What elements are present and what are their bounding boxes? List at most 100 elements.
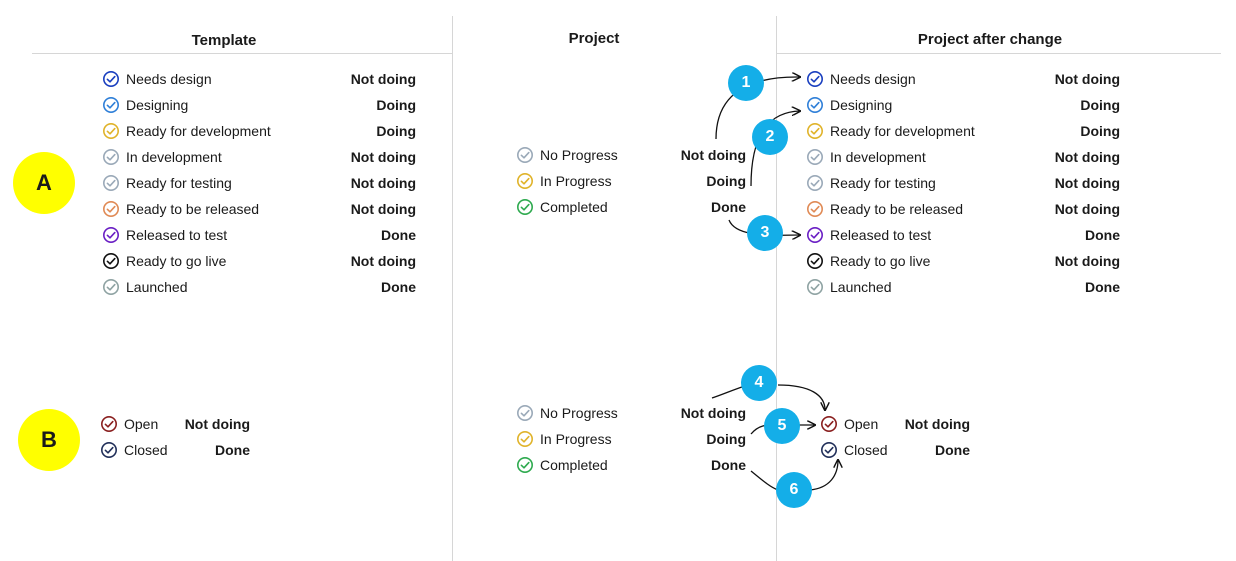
status-label: In development bbox=[830, 149, 926, 165]
status-category: Done bbox=[1085, 227, 1120, 243]
status-label: Designing bbox=[830, 97, 893, 113]
after-a-row: Ready for development Doing bbox=[806, 121, 1120, 141]
status-category: Not doing bbox=[1054, 71, 1120, 87]
template-a-row: Ready for testing Not doing bbox=[102, 173, 416, 193]
status-category: Done bbox=[935, 442, 970, 458]
status-category: Done bbox=[215, 442, 250, 458]
status-label: Closed bbox=[124, 442, 168, 458]
check-circle-icon bbox=[516, 198, 534, 216]
status-category: Not doing bbox=[350, 149, 416, 165]
check-circle-icon bbox=[806, 278, 824, 296]
status-label: Launched bbox=[830, 279, 892, 295]
badge-1: 1 bbox=[728, 65, 764, 101]
marker-b: B bbox=[18, 409, 80, 471]
status-category: Not doing bbox=[1054, 149, 1120, 165]
status-category: Not doing bbox=[1054, 253, 1120, 269]
status-label: Ready for testing bbox=[830, 175, 936, 191]
check-circle-icon bbox=[102, 70, 120, 88]
check-circle-icon bbox=[102, 252, 120, 270]
column-divider-2 bbox=[776, 16, 777, 561]
status-category: Not doing bbox=[680, 405, 746, 421]
status-label: Completed bbox=[540, 199, 608, 215]
project-b-row: No Progress Not doing bbox=[516, 403, 746, 423]
column-divider-1 bbox=[452, 16, 453, 561]
status-category: Doing bbox=[706, 173, 746, 189]
status-category: Not doing bbox=[1054, 201, 1120, 217]
check-circle-icon bbox=[806, 174, 824, 192]
status-label: Needs design bbox=[830, 71, 916, 87]
after-a-row: Designing Doing bbox=[806, 95, 1120, 115]
status-category: Done bbox=[711, 457, 746, 473]
status-label: Released to test bbox=[830, 227, 932, 243]
status-label: Ready for development bbox=[126, 123, 271, 139]
status-label: In Progress bbox=[540, 173, 612, 189]
check-circle-icon bbox=[102, 96, 120, 114]
status-label: No Progress bbox=[540, 147, 618, 163]
check-circle-icon bbox=[102, 226, 120, 244]
status-label: Designing bbox=[126, 97, 189, 113]
status-category: Doing bbox=[1080, 97, 1120, 113]
status-label: No Progress bbox=[540, 405, 618, 421]
badge-4: 4 bbox=[741, 365, 777, 401]
check-circle-icon bbox=[516, 456, 534, 474]
status-label: Ready to go live bbox=[830, 253, 931, 269]
template-b-row: Closed Done bbox=[100, 440, 250, 460]
template-a-row: Ready for development Doing bbox=[102, 121, 416, 141]
status-label: Released to test bbox=[126, 227, 228, 243]
status-category: Not doing bbox=[904, 416, 970, 432]
status-label: Ready for testing bbox=[126, 175, 232, 191]
after-b-row: Closed Done bbox=[820, 440, 970, 460]
badge-5: 5 bbox=[764, 408, 800, 444]
status-label: Open bbox=[124, 416, 159, 432]
check-circle-icon bbox=[102, 278, 120, 296]
check-circle-icon bbox=[806, 148, 824, 166]
badge-6: 6 bbox=[776, 472, 812, 508]
after-a-row: In development Not doing bbox=[806, 147, 1120, 167]
after-a-row: Launched Done bbox=[806, 277, 1120, 297]
check-circle-icon bbox=[806, 226, 824, 244]
template-header: Template bbox=[191, 32, 257, 49]
project-b-row: Completed Done bbox=[516, 455, 746, 475]
check-circle-icon bbox=[102, 174, 120, 192]
check-circle-icon bbox=[806, 252, 824, 270]
status-label: Ready to go live bbox=[126, 253, 227, 269]
after-a-row: Ready to be released Not doing bbox=[806, 199, 1120, 219]
status-category: Not doing bbox=[350, 175, 416, 191]
after-a-row: Released to test Done bbox=[806, 225, 1120, 245]
status-category: Doing bbox=[1080, 123, 1120, 139]
status-category: Not doing bbox=[350, 201, 416, 217]
status-label: Ready for development bbox=[830, 123, 975, 139]
check-circle-icon bbox=[516, 172, 534, 190]
check-circle-icon bbox=[516, 146, 534, 164]
status-category: Not doing bbox=[350, 253, 416, 269]
check-circle-icon bbox=[806, 96, 824, 114]
status-category: Done bbox=[1085, 279, 1120, 295]
status-category: Done bbox=[381, 227, 416, 243]
status-label: Ready to be released bbox=[830, 201, 964, 217]
project-b-row: In Progress Doing bbox=[516, 429, 746, 449]
template-a-row: Ready to go live Not doing bbox=[102, 251, 416, 271]
status-label: Completed bbox=[540, 457, 608, 473]
status-category: Doing bbox=[706, 431, 746, 447]
status-label: Closed bbox=[844, 442, 888, 458]
status-category: Doing bbox=[376, 97, 416, 113]
status-category: Not doing bbox=[680, 147, 746, 163]
check-circle-icon bbox=[516, 404, 534, 422]
check-circle-icon bbox=[516, 430, 534, 448]
badge-3: 3 bbox=[747, 215, 783, 251]
check-circle-icon bbox=[100, 441, 118, 459]
status-category: Doing bbox=[376, 123, 416, 139]
check-circle-icon bbox=[806, 122, 824, 140]
status-label: Launched bbox=[126, 279, 188, 295]
status-label: Open bbox=[844, 416, 879, 432]
check-circle-icon bbox=[100, 415, 118, 433]
status-label: In Progress bbox=[540, 431, 612, 447]
check-circle-icon bbox=[102, 148, 120, 166]
project-header: Project bbox=[568, 30, 620, 47]
